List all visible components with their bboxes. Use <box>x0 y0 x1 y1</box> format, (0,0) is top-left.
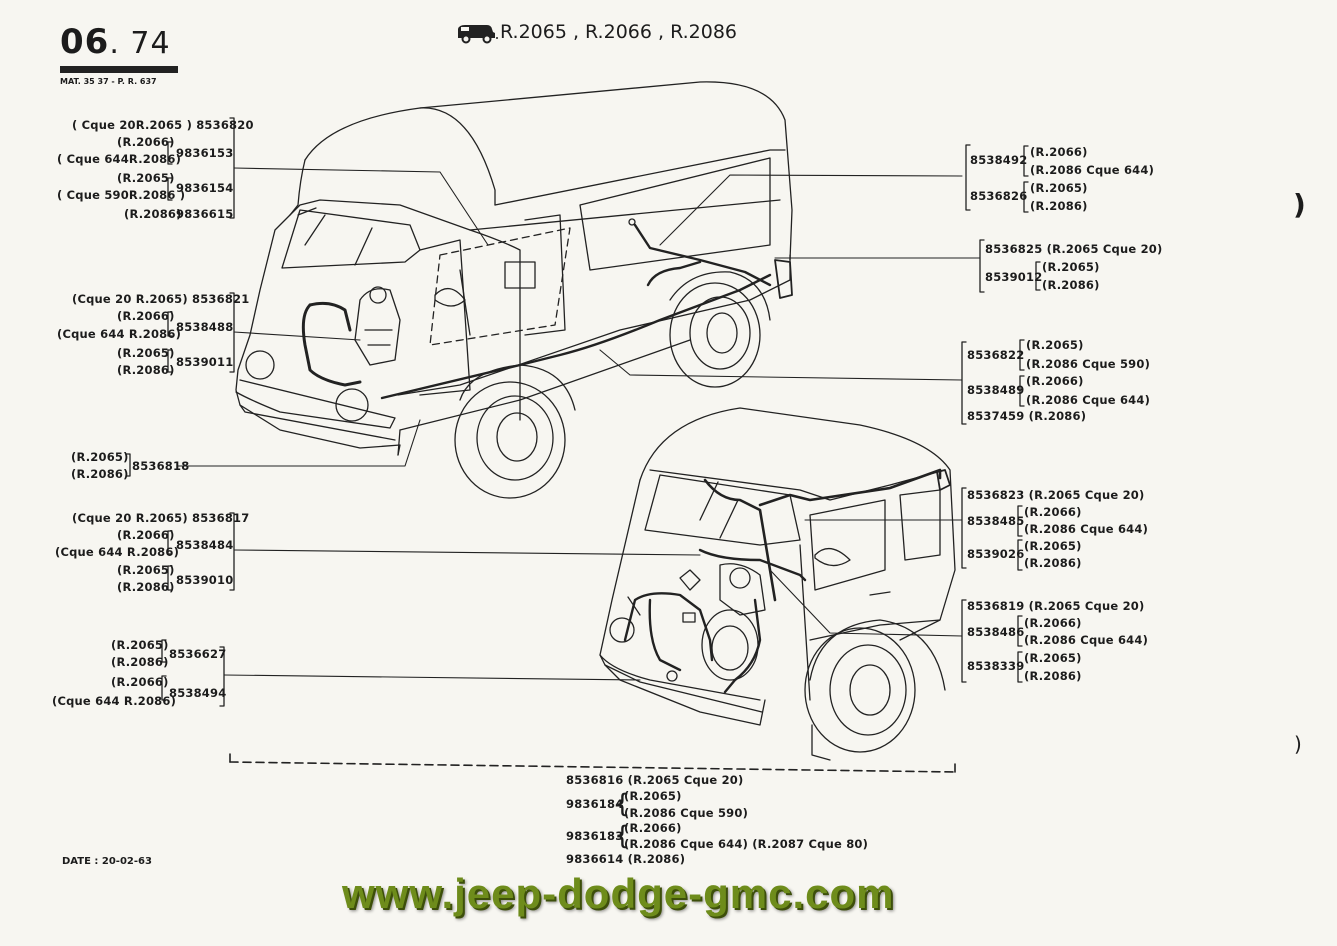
part-8538492: 8538492 <box>970 153 1028 167</box>
label-r2086-cque590: (R.2086 Cque 590) <box>624 806 749 820</box>
brace-glyph: { <box>614 789 631 819</box>
label-r2086: (R.2086) <box>1030 199 1088 213</box>
label-r2065: (R.2065) <box>117 171 175 185</box>
label-r2065: (R.2065) <box>1042 260 1100 274</box>
drawing-date: DATE : 20-02-63 <box>62 856 152 867</box>
model-list: R.2065 , R.2066 , R.2086 <box>500 21 737 43</box>
label-8537459: 8537459 (R.2086) <box>967 409 1087 423</box>
part-9836184: 9836184 <box>566 797 624 811</box>
label-r2065: (R.2065) <box>1024 651 1082 665</box>
label-r2086: (R.2086) <box>111 655 169 669</box>
label-r2086: (R.2086) <box>71 467 129 481</box>
label-r2066: (R.2066) <box>1024 616 1082 630</box>
label-r2065: (R.2065) <box>1024 539 1082 553</box>
label-8536821: (Cque 20 R.2065) 8536821 <box>72 292 250 306</box>
label-r2066: (R.2066) <box>1024 505 1082 519</box>
part-8539010: 8539010 <box>176 573 234 587</box>
part-8538486: 8538486 <box>967 625 1025 639</box>
part-9836183: 9836183 <box>566 829 624 843</box>
label-cque644-r2086: (Cque 644 R.2086) <box>57 327 182 341</box>
label-r2066: (R.2066) <box>117 135 175 149</box>
label-r2065: (R.2065) <box>111 638 169 652</box>
part-8539026: 8539026 <box>967 547 1025 561</box>
label-cque644-r2086: ( Cque 644R.2086) <box>57 152 182 166</box>
label-r2086-cque644: (R.2086 Cque 644) <box>1024 522 1149 536</box>
label-cque590-r2086: ( Cque 590R.2086 ) <box>57 188 186 202</box>
label-r2065: (R.2065) <box>624 789 682 803</box>
part-8539011: 8539011 <box>176 355 234 369</box>
label-r2066: (R.2066) <box>624 821 682 835</box>
label-r2086: (R.2086) <box>1024 669 1082 683</box>
label-r2086: (R.2086) <box>124 207 182 221</box>
part-8538485: 8538485 <box>967 514 1025 528</box>
label-8536820: ( Cque 20R.2065 ) 8536820 <box>72 118 254 132</box>
part-8536627: 8536627 <box>169 647 227 661</box>
label-r2086: (R.2086) <box>1042 278 1100 292</box>
label-r2086-r2087: (R.2086 Cque 644) (R.2087 Cque 80) <box>624 837 869 851</box>
page-number: 06. 74 <box>60 22 171 62</box>
label-r2066: (R.2066) <box>1026 374 1084 388</box>
dashed-group-bracket <box>229 761 956 773</box>
label-r2066: (R.2066) <box>1030 145 1088 159</box>
label-9836614: 9836614 (R.2086) <box>566 852 686 866</box>
material-reference: MAT. 35 37 - P. R. 637 <box>60 77 157 86</box>
label-8536825: 8536825 (R.2065 Cque 20) <box>985 242 1163 256</box>
part-8538484: 8538484 <box>176 538 234 552</box>
upper-van-body <box>235 81 793 499</box>
label-r2065: (R.2065) <box>117 346 175 360</box>
label-r2065: (R.2065) <box>71 450 129 464</box>
part-9836153: 9836153 <box>176 146 234 160</box>
part-8538489: 8538489 <box>967 383 1025 397</box>
scan-mark: ) <box>1293 188 1306 221</box>
part-8536818: 8536818 <box>132 459 190 473</box>
label-8536823: 8536823 (R.2065 Cque 20) <box>967 488 1145 502</box>
page-number-underline <box>60 66 178 73</box>
label-r2086: (R.2086) <box>117 363 175 377</box>
part-8538494: 8538494 <box>169 686 227 700</box>
label-r2086: (R.2086) <box>1024 556 1082 570</box>
part-9836615: 9836615 <box>176 207 234 221</box>
label-r2086-cque590: (R.2086 Cque 590) <box>1026 357 1151 371</box>
label-r2066: (R.2066) <box>111 675 169 689</box>
part-8538488: 8538488 <box>176 320 234 334</box>
label-8536816: 8536816 (R.2065 Cque 20) <box>566 773 744 787</box>
part-8536826: 8536826 <box>970 189 1028 203</box>
label-r2066: (R.2066) <box>117 528 175 542</box>
label-cque644-r2086: (Cque 644 R.2086) <box>52 694 177 708</box>
brace-glyph: { <box>614 821 631 851</box>
label-8536817: (Cque 20 R.2065) 8536817 <box>72 511 250 525</box>
label-cque644-r2086: (Cque 644 R.2086) <box>55 545 180 559</box>
part-8536822: 8536822 <box>967 348 1025 362</box>
part-9836154: 9836154 <box>176 181 234 195</box>
label-r2086-cque644: (R.2086 Cque 644) <box>1026 393 1151 407</box>
label-r2086: (R.2086) <box>117 580 175 594</box>
van-icon <box>458 25 498 44</box>
part-8538339: 8538339 <box>967 659 1025 673</box>
lower-van-body <box>599 407 956 761</box>
scan-mark: ) <box>1294 732 1302 756</box>
label-r2065: (R.2065) <box>1026 338 1084 352</box>
part-8539012: 8539012 <box>985 270 1043 284</box>
label-r2086-cque644: (R.2086 Cque 644) <box>1024 633 1149 647</box>
page-number-major: 06 <box>60 22 110 62</box>
label-8536819: 8536819 (R.2065 Cque 20) <box>967 599 1145 613</box>
label-r2066: (R.2066) <box>117 309 175 323</box>
watermark-url: www.jeep-dodge-gmc.com <box>342 870 895 917</box>
label-r2065: (R.2065) <box>1030 181 1088 195</box>
label-r2086-cque644: (R.2086 Cque 644) <box>1030 163 1155 177</box>
label-r2065: (R.2065) <box>117 563 175 577</box>
page-number-minor: . 74 <box>109 26 171 61</box>
